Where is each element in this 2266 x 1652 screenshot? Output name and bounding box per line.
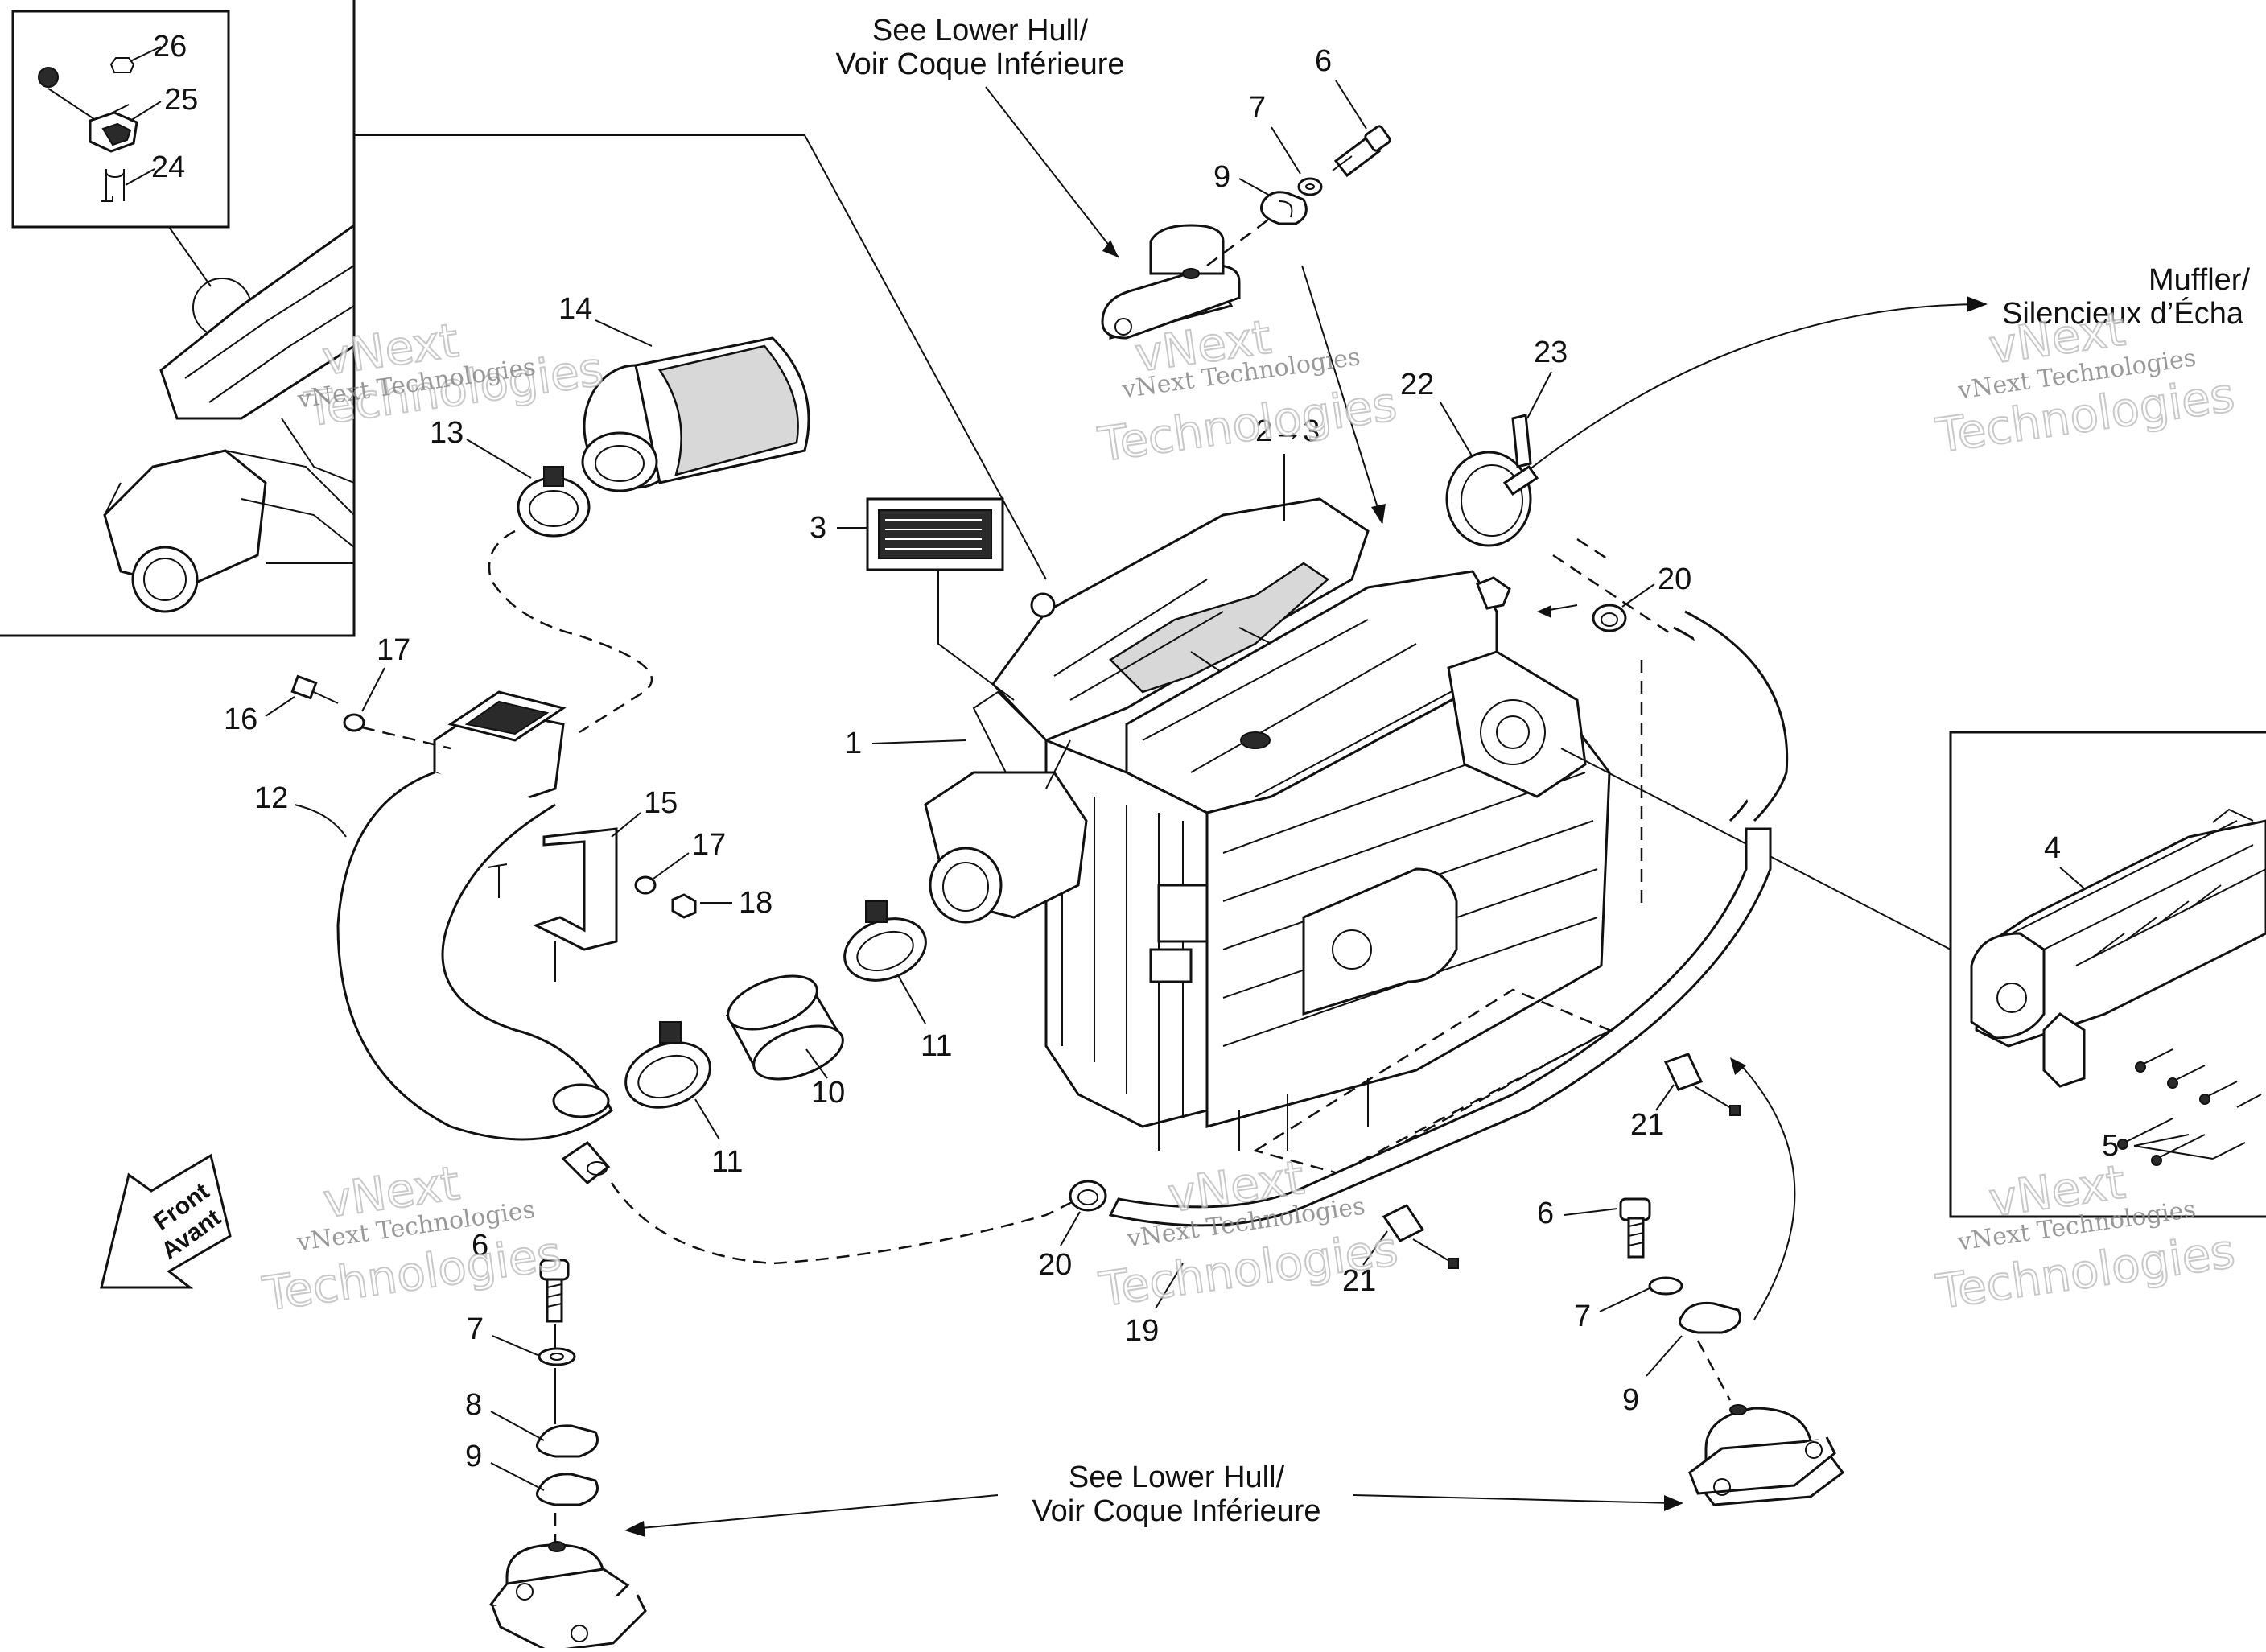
hose-clamp-13 (517, 466, 591, 538)
intake-silencer-tube (336, 690, 613, 1184)
ref-lower-hull-bottom-line2: Voir Coque Inférieure (1032, 1494, 1320, 1528)
vent-fitting-assembly (37, 57, 138, 202)
callout-21-right: 21 (1630, 1108, 1664, 1142)
callout-13: 13 (430, 416, 464, 450)
inset-manifold-detail (1949, 731, 2266, 1218)
callout-4: 4 (2044, 831, 2061, 865)
callout-6-bottom-right: 6 (1537, 1197, 1554, 1230)
exhaust-clamp (1445, 414, 1539, 547)
callout-5: 5 (2102, 1129, 2119, 1163)
callout-6-top: 6 (1315, 44, 1332, 78)
callout-17-mid: 17 (692, 828, 726, 862)
inset-detail-box (11, 10, 230, 229)
arrowhead (1102, 240, 1119, 257)
engine-mount-bottom-right (1687, 1404, 1845, 1506)
coupler-10 (725, 974, 844, 1081)
callout-7-bottom-right: 7 (1574, 1300, 1591, 1333)
mounting-bracket (487, 827, 618, 982)
callout-21-bottom: 21 (1342, 1264, 1376, 1298)
callout-14: 14 (558, 292, 592, 326)
callout-22: 22 (1400, 368, 1434, 402)
hose-clamp-11-left (624, 1021, 711, 1109)
callout-25: 25 (164, 83, 198, 117)
callout-20-top: 20 (1658, 562, 1691, 596)
vent-cap (1030, 592, 1056, 618)
callout-26: 26 (153, 30, 187, 64)
callout-11-right: 11 (921, 1029, 952, 1063)
watermark-6: vNext Technologies vNext Technologies (1932, 1153, 2239, 1320)
callout-18: 18 (739, 886, 772, 920)
warning-decal (866, 497, 1004, 571)
callout-19: 19 (1125, 1314, 1159, 1348)
air-filter (581, 336, 810, 492)
callout-9-bottom-left: 9 (465, 1440, 482, 1473)
callout-23: 23 (1534, 336, 1568, 369)
ref-muffler-line1: Muffler/ (2149, 263, 2250, 297)
inset-engine-fragment (103, 223, 356, 613)
callout-17-top: 17 (377, 633, 410, 667)
ref-lower-hull-bottom-line1: See Lower Hull/ (1069, 1460, 1285, 1494)
engine-mount-top (1101, 224, 1241, 340)
bolt-16 (290, 674, 339, 704)
callout-1: 1 (845, 727, 862, 760)
callout-2-to-3: 2→3 (1255, 414, 1320, 448)
callout-7-top: 7 (1249, 91, 1266, 125)
callout-3: 3 (810, 511, 826, 545)
bolt-washer-set-bottom-right (1619, 1197, 1741, 1334)
fitting-21-right (1663, 1053, 1741, 1116)
callout-10: 10 (811, 1076, 845, 1110)
callout-9-bottom-right: 9 (1622, 1383, 1639, 1417)
ref-muffler-line2: Silencieux d’Écha (2002, 296, 2244, 331)
manifold-bolts (2117, 1048, 2262, 1166)
callout-16: 16 (224, 702, 258, 736)
fitting-21-bottom (1382, 1204, 1459, 1269)
callout-15: 15 (644, 786, 678, 820)
callout-6-bottom-left: 6 (472, 1229, 488, 1263)
callout-7-bottom-left: 7 (467, 1312, 484, 1346)
bolt-washer-set-top (1260, 125, 1391, 225)
callout-12: 12 (254, 781, 288, 815)
callout-11-left: 11 (711, 1145, 743, 1179)
watermark-4: vNext Technologies vNext Technologies (258, 1155, 565, 1323)
inset-engine-detail: 26 25 24 (0, 0, 356, 637)
callout-24: 24 (151, 150, 185, 184)
engine-mount-bottom-left (488, 1541, 647, 1652)
callout-9-top: 9 (1213, 160, 1230, 194)
ref-lower-hull-top-line2: Voir Coque Inférieure (835, 47, 1124, 81)
hose-clamp-20-top (1592, 604, 1627, 632)
callout-20-bottom: 20 (1038, 1248, 1072, 1282)
vent-hose-19 (1108, 610, 1789, 1227)
engine-block (924, 497, 1611, 1151)
ref-lower-hull-top-line1: See Lower Hull/ (872, 14, 1089, 47)
front-arrow: Front Avant (100, 1153, 232, 1289)
hose-clamp-20-bottom (1069, 1180, 1107, 1212)
callout-8: 8 (465, 1388, 482, 1422)
bolt-washer-set-bottom-left (536, 1259, 599, 1506)
hose-clamp-11-right (843, 900, 927, 982)
